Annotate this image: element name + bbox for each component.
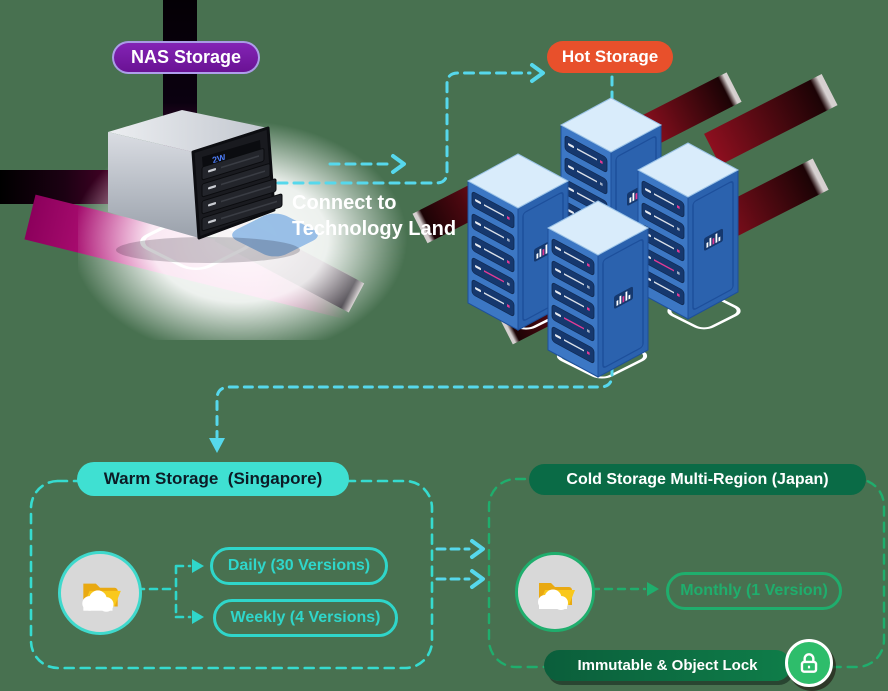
connect-note-line1: Connect to xyxy=(292,192,397,214)
nas-storage-badge: NAS Storage xyxy=(112,41,260,74)
arrowhead-hot-to-warm xyxy=(209,438,225,453)
hot-storage-badge: Hot Storage xyxy=(547,41,673,73)
cold-storage-badge-label: Cold Storage Multi-Region (Japan) xyxy=(566,470,829,488)
warm-to-cold-arrows xyxy=(435,547,471,581)
nas-device: 2W xyxy=(108,110,300,263)
cold-storage-badge: Cold Storage Multi-Region (Japan) xyxy=(529,464,866,495)
hot-storage-servers xyxy=(467,97,739,378)
folder-cloud-icon xyxy=(82,583,121,612)
monthly-version-pill: Monthly (1 Version) xyxy=(666,572,842,610)
arrowhead-daily xyxy=(192,559,204,573)
nas-drive-bay xyxy=(201,193,283,232)
connect-note-line2: Technology Land xyxy=(292,218,457,240)
warm-folder-icon xyxy=(58,551,142,635)
warm-policy-connectors xyxy=(135,564,192,619)
nas-top-face xyxy=(108,110,268,152)
warm-storage-badge-label: Warm Storage (Singapore) xyxy=(103,469,323,488)
weekly-versions-label: Weekly (4 Versions) xyxy=(230,609,381,626)
immutable-object-lock-label: Immutable & Object Lock xyxy=(577,657,758,674)
weekly-versions-pill: Weekly (4 Versions) xyxy=(213,599,398,637)
cold-folder-icon xyxy=(515,552,595,632)
arrowhead-nas-to-hot xyxy=(530,63,545,83)
lock-icon xyxy=(800,653,818,673)
arrowhead-weekly xyxy=(192,610,204,624)
connect-note: Connect to Technology Land xyxy=(292,190,532,242)
arrowheads-warm-to-cold xyxy=(470,539,485,589)
daily-versions-label: Daily (30 Versions) xyxy=(227,557,371,574)
monthly-version-label: Monthly (1 Version) xyxy=(680,582,828,599)
hot-storage-badge-label: Hot Storage xyxy=(561,47,659,66)
warm-storage-badge: Warm Storage (Singapore) xyxy=(77,462,349,496)
folder-cloud-icon xyxy=(538,583,575,610)
server-tower-front xyxy=(547,200,649,378)
lock-badge xyxy=(785,639,833,687)
nas-left-face xyxy=(108,132,199,238)
nas-drive-bays xyxy=(201,148,283,232)
nas-drive-bay xyxy=(201,148,265,181)
nas-shadow xyxy=(116,237,300,263)
nas-drive-bay xyxy=(201,178,277,215)
arrowhead-monthly xyxy=(647,582,659,596)
immutable-object-lock-badge: Immutable & Object Lock xyxy=(544,650,791,681)
server-tower-right xyxy=(637,142,739,320)
daily-versions-pill: Daily (30 Versions) xyxy=(210,547,388,585)
nas-storage-badge-label: NAS Storage xyxy=(130,47,242,67)
